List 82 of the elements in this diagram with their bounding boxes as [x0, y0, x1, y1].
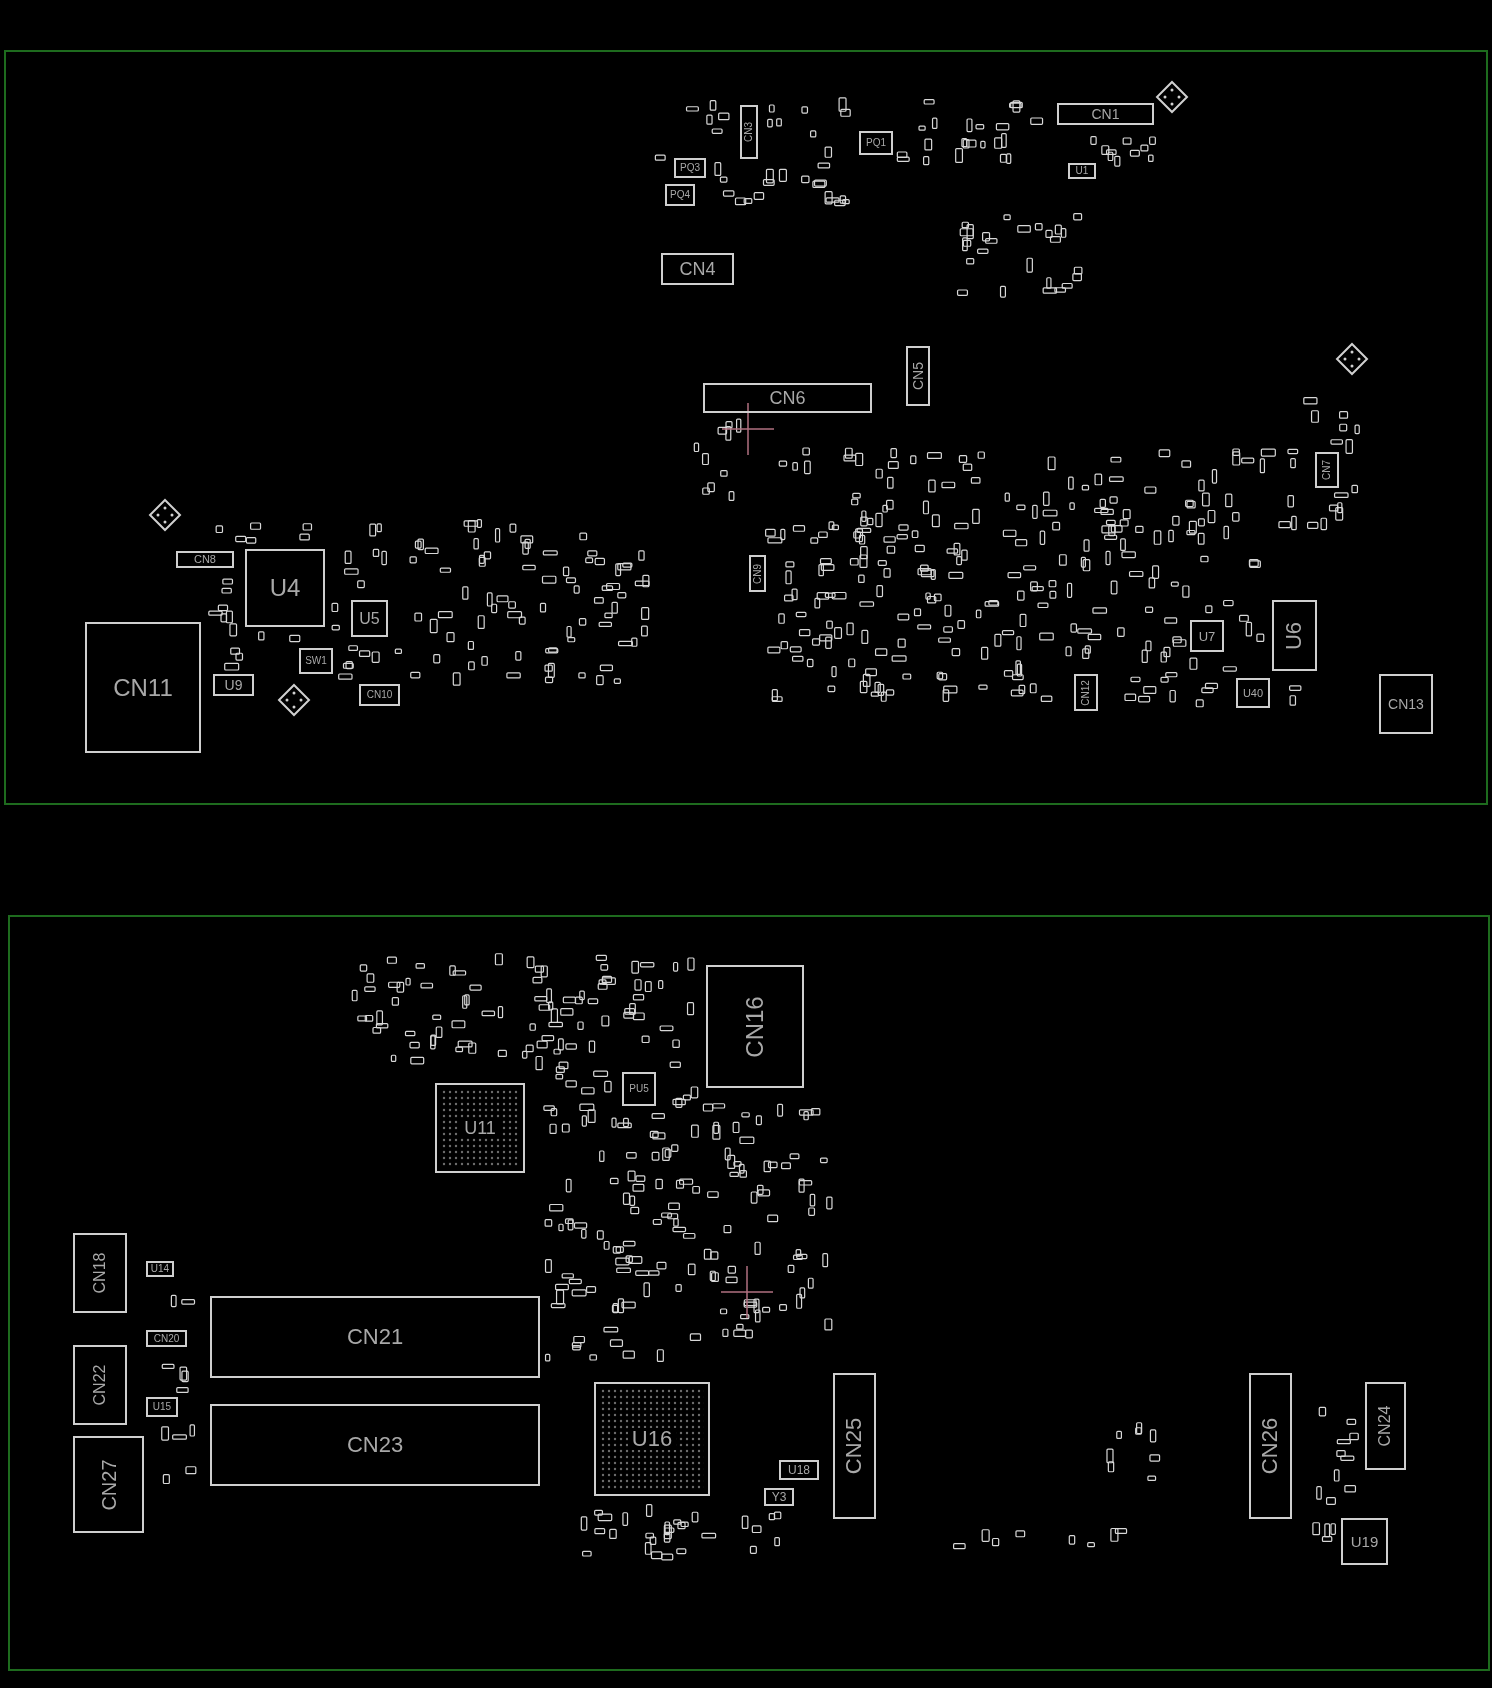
- component-designator: CN27: [98, 1458, 119, 1511]
- component-outline: [706, 965, 804, 1088]
- component-outline: [73, 1436, 144, 1533]
- component-outline: [245, 549, 325, 627]
- component-designator: CN21: [346, 1326, 404, 1348]
- component-designator: CN18: [92, 1252, 108, 1294]
- component-designator: U6: [1283, 621, 1306, 650]
- component-designator: CN10: [366, 690, 393, 700]
- component-outline: [749, 555, 766, 592]
- component-outline: [359, 684, 400, 706]
- component-designator: CN12: [1081, 679, 1091, 706]
- component-designator: CN20: [153, 1333, 180, 1344]
- component-outline: [1272, 600, 1317, 671]
- component-outline: [1249, 1373, 1292, 1519]
- component-outline: [210, 1296, 540, 1378]
- component-designator: CN22: [92, 1364, 108, 1406]
- component-outline: [779, 1460, 819, 1480]
- component-outline: [146, 1397, 178, 1417]
- component-designator: CN6: [769, 389, 806, 407]
- component-designator: U7: [1198, 629, 1216, 643]
- component-designator: CN23: [346, 1434, 404, 1456]
- component-outline: [146, 1261, 174, 1277]
- component-designator: PQ3: [680, 163, 700, 173]
- component-outline: [213, 674, 254, 696]
- component-designator: CN7: [1322, 460, 1332, 480]
- component-outline: [176, 551, 234, 568]
- component-designator: CN5: [911, 362, 925, 390]
- component-outline: [859, 131, 893, 155]
- component-designator: CN3: [744, 122, 754, 142]
- component-outline: [85, 622, 201, 753]
- component-outline: [73, 1345, 127, 1425]
- component-designator: U9: [224, 678, 243, 692]
- component-designator: CN9: [752, 563, 763, 584]
- component-outline: [1379, 674, 1433, 734]
- component-designator: PQ1: [866, 138, 886, 148]
- component-designator: CN13: [1388, 697, 1424, 711]
- component-outline: [661, 253, 734, 285]
- component-designator: Y3: [771, 1491, 787, 1503]
- component-designator: U19: [1350, 1534, 1379, 1549]
- component-designator: U14: [150, 1264, 170, 1274]
- component-outline: [210, 1404, 540, 1486]
- component-outline: [622, 1072, 656, 1106]
- component-designator: CN26: [1259, 1417, 1282, 1475]
- component-outline: [1365, 1382, 1406, 1470]
- component-outline: [906, 346, 930, 406]
- component-designator: CN8: [194, 554, 216, 565]
- component-designator: U18: [788, 1464, 810, 1476]
- component-designator: PU5: [629, 1084, 649, 1094]
- component-outline: [1236, 678, 1270, 708]
- component-outline: [665, 184, 695, 206]
- component-outline: [1068, 163, 1096, 179]
- component-designator: SW1: [305, 656, 327, 666]
- component-outline: [73, 1233, 127, 1313]
- component-outline: [1190, 620, 1224, 652]
- component-designator: CN16: [743, 995, 767, 1058]
- component-designator: CN4: [679, 260, 716, 278]
- component-designator: U16: [627, 1428, 677, 1450]
- bga-chip-outline: [594, 1382, 710, 1496]
- component-outline: [351, 600, 388, 637]
- component-designator: CN1: [1091, 107, 1120, 121]
- component-designator: CN11: [113, 675, 173, 700]
- component-designator: CN24: [1377, 1405, 1394, 1447]
- component-designator: U40: [1242, 687, 1264, 699]
- component-outline: [674, 158, 706, 178]
- component-outline: [1341, 1518, 1388, 1565]
- component-designator: U1: [1075, 166, 1089, 176]
- component-outline: [1057, 103, 1154, 125]
- bga-chip-outline: [435, 1083, 525, 1173]
- component-designator: U15: [152, 1402, 172, 1412]
- component-outline: [703, 383, 872, 413]
- component-designator: U5: [359, 610, 380, 627]
- component-designator: CN25: [843, 1417, 866, 1475]
- component-outline: [764, 1488, 794, 1506]
- component-outline: [1074, 674, 1098, 711]
- component-outline: [740, 105, 758, 159]
- component-designator: PQ4: [670, 190, 690, 200]
- component-outline: [1315, 452, 1339, 488]
- component-designator: U11: [460, 1119, 500, 1137]
- component-outline: [833, 1373, 876, 1519]
- component-designator: U4: [269, 576, 301, 600]
- component-outline: [146, 1330, 187, 1347]
- component-outline: [299, 648, 333, 674]
